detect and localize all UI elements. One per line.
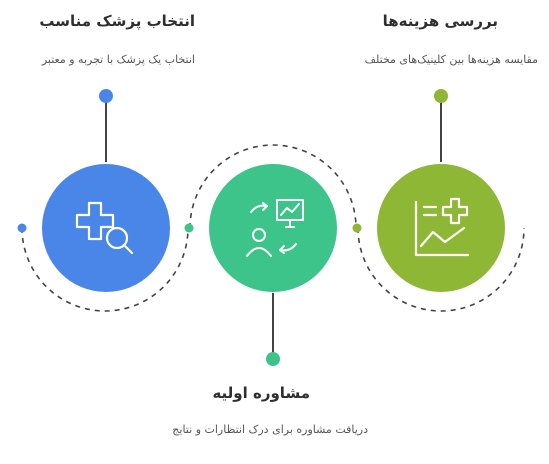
side-dot-left [17, 223, 27, 233]
step-circle-initial-consultation [209, 164, 337, 292]
marker-dot-choose-doctor [99, 89, 113, 103]
marker-dot-initial-consultation [266, 352, 280, 366]
consultation-icon [246, 199, 304, 257]
step-description-review-costs: مقایسه هزینه‌ها بین کلینیک‌های مختلف [364, 53, 538, 66]
step-title-review-costs: بررسی هزینه‌ها [382, 12, 498, 30]
step-title-choose-doctor: انتخاب پزشک مناسب [39, 12, 195, 30]
medical-search-icon [75, 201, 134, 255]
dashed-arc-left [21, 227, 189, 312]
medical-chart-icon [414, 197, 470, 257]
dashed-arc-middle [189, 144, 357, 229]
step-description-initial-consultation: دریافت مشاوره برای درک انتظارات و نتایج [172, 423, 368, 436]
side-dot-middle-left [184, 223, 194, 233]
step-description-choose-doctor: انتخاب یک پزشک با تجربه و معتبر [41, 53, 195, 66]
side-dot-middle-right [352, 223, 362, 233]
marker-dot-review-costs [434, 89, 448, 103]
step-title-initial-consultation: مشاوره اولیه [212, 384, 310, 402]
step-circle-review-costs [377, 164, 505, 292]
dashed-arc-right [357, 227, 525, 312]
